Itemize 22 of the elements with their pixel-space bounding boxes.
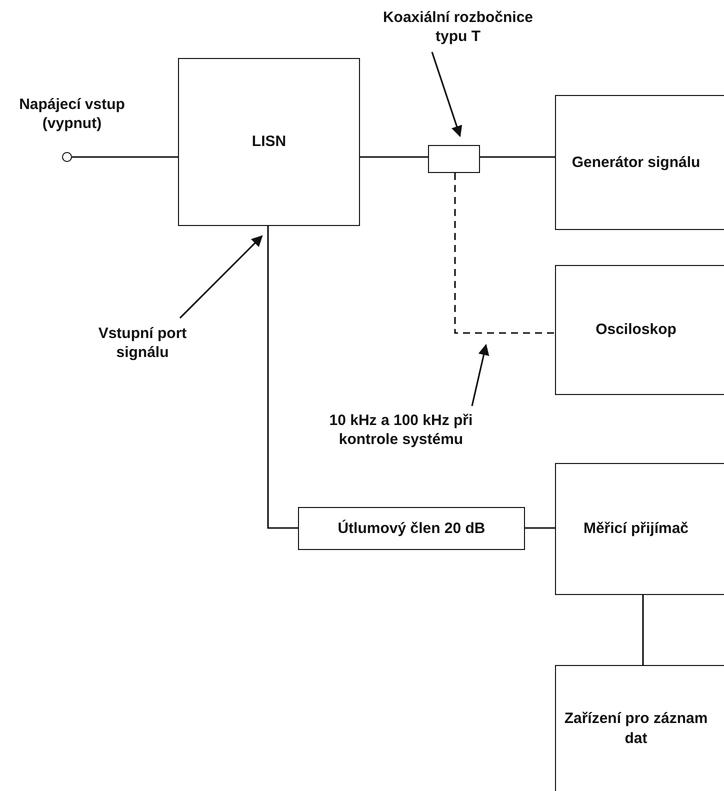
connector-line [267, 226, 298, 529]
block-box: Generátor signálu [555, 95, 724, 230]
connector-line [72, 156, 178, 158]
block-box: Útlumový člen 20 dB [298, 507, 525, 550]
leader-arrow [431, 52, 462, 138]
dashed-connector [454, 173, 555, 334]
connector-line [360, 156, 428, 158]
connector-line [642, 595, 644, 665]
block-box: LISN [178, 58, 360, 226]
leader-arrow [471, 344, 490, 406]
connector-line [525, 527, 555, 529]
connector-line [480, 156, 555, 158]
callout-text: Vstupní port signálu [80, 316, 205, 370]
input-label: Napájecí vstup (vypnut) [18, 94, 126, 134]
callout-text: 10 kHz a 100 kHz při kontrole systému [315, 406, 487, 454]
block-box: Osciloskop [555, 265, 724, 395]
block-box: Měřicí přijímač [555, 463, 724, 595]
connector-box [428, 145, 480, 173]
leader-arrow [179, 235, 263, 319]
terminal-circle [62, 152, 72, 162]
callout-text: Koaxiální rozbočnice typu T [375, 4, 541, 50]
block-box: Zařízení pro záznam dat [555, 665, 724, 791]
